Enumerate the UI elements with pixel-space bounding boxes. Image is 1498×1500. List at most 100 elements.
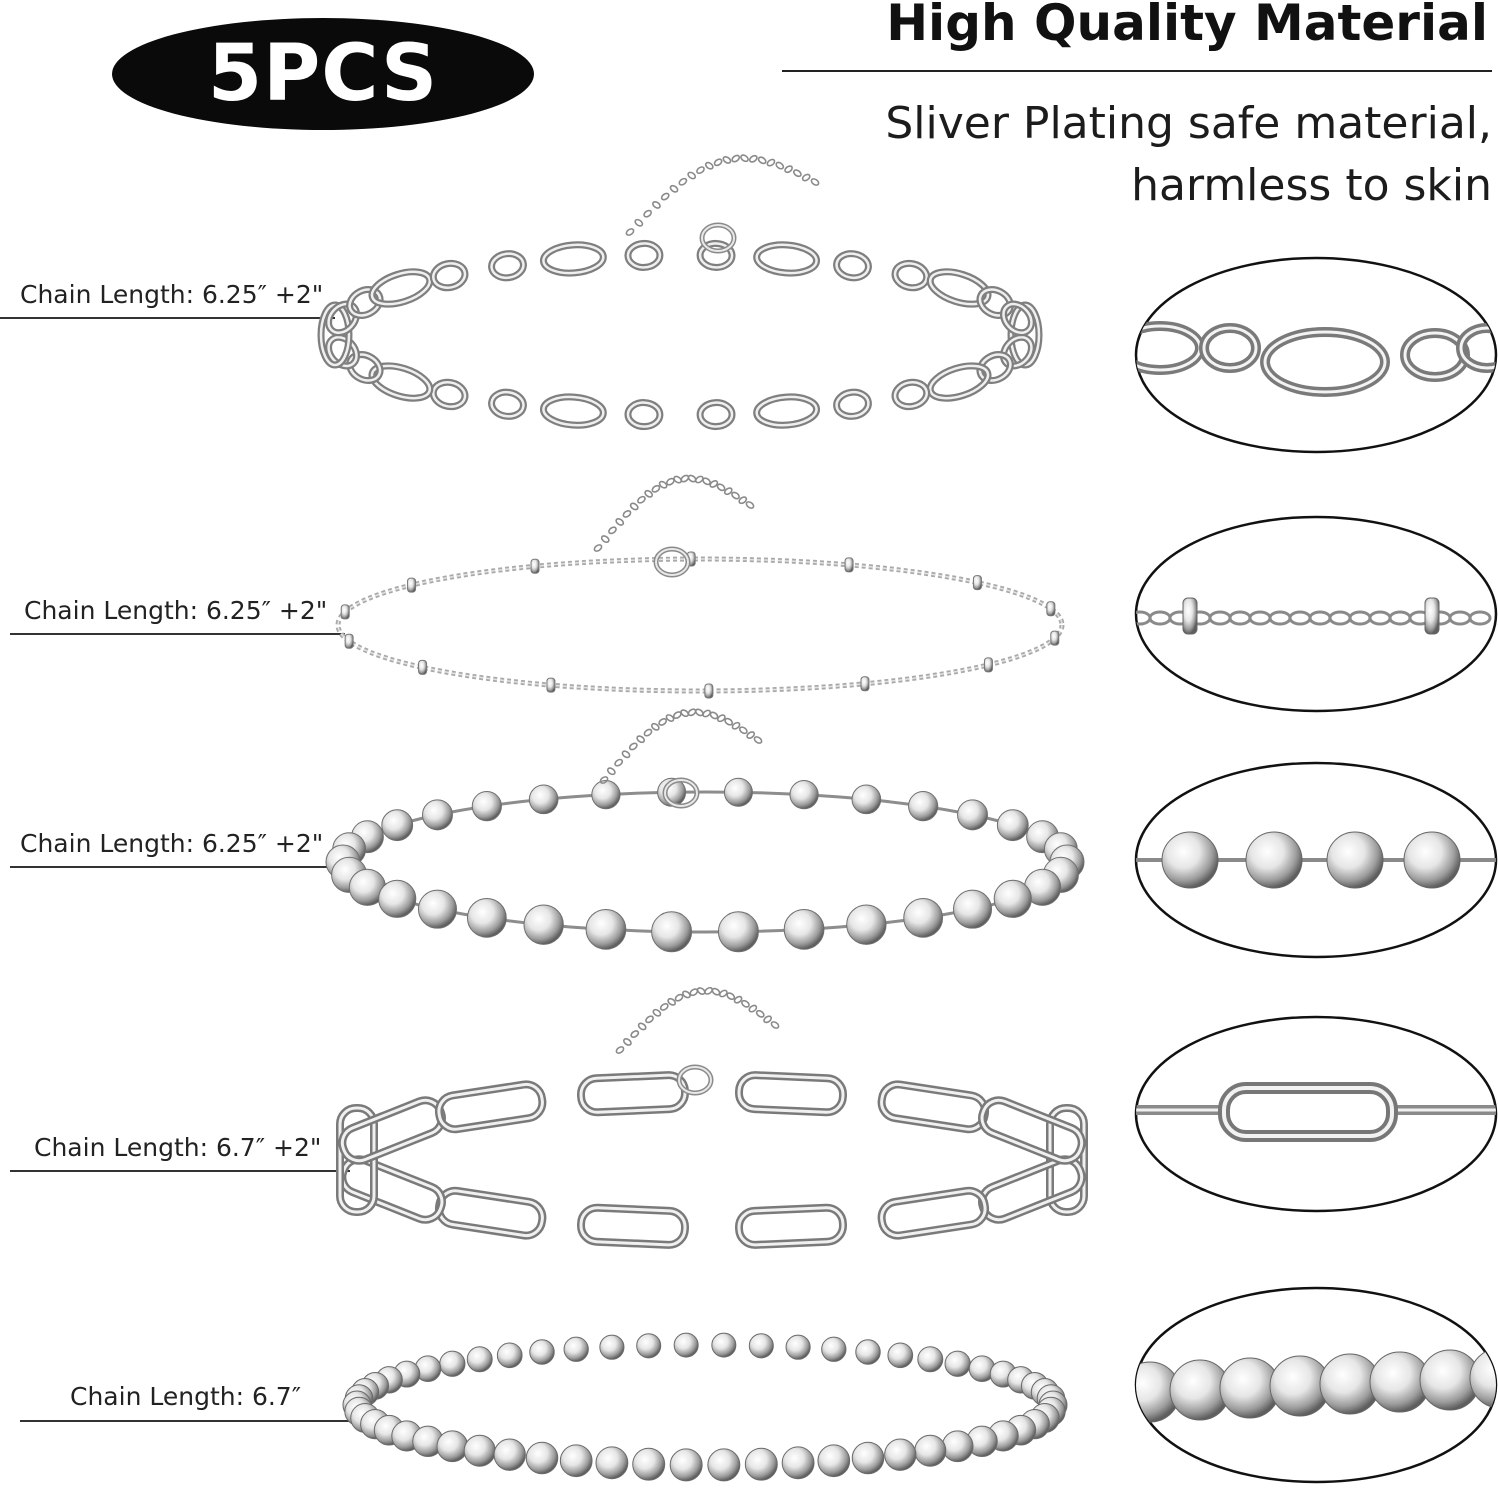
detail-zoom-2	[1134, 515, 1498, 713]
zoom-ball	[1245, 831, 1303, 889]
stretch-bead	[917, 1346, 944, 1373]
chain-link	[891, 259, 931, 292]
chain-link-shine	[978, 353, 1012, 382]
zoom-5-beads	[1136, 1347, 1496, 1423]
bracelet-5-bead-bracelet	[342, 1332, 1068, 1482]
extender-link	[733, 995, 743, 1004]
zoom-link-shine	[1263, 330, 1387, 394]
chain-link-shine	[893, 262, 928, 289]
chain-link-shine	[542, 395, 605, 427]
bracelet-1-length-label: Chain Length: 6.25″ +2"	[20, 280, 324, 309]
chain-link-shine	[626, 401, 662, 428]
detail-zoom-4	[1134, 1015, 1498, 1213]
ball-bead	[528, 784, 559, 815]
stretch-bead	[436, 1430, 469, 1463]
extender-link	[634, 218, 644, 227]
satellite-bead	[844, 557, 854, 573]
extender-link	[621, 750, 631, 759]
paperclip-link-shine	[737, 1206, 845, 1247]
satellite-bead	[860, 676, 870, 692]
satellite-bead	[340, 604, 350, 620]
ball-bead	[723, 777, 753, 807]
fine-chain-shine	[337, 558, 1063, 692]
extender-link	[731, 154, 741, 163]
extender-link	[645, 1015, 654, 1024]
extender-link	[643, 209, 653, 218]
ball-bead	[957, 799, 989, 831]
paperclip-link-shine	[737, 1073, 845, 1114]
detail-zoom-5	[1134, 1286, 1498, 1484]
extender-link	[651, 484, 661, 493]
stretch-bead	[785, 1334, 811, 1360]
chain-link-shine	[327, 302, 358, 334]
extender-link	[731, 491, 740, 500]
extender-link	[763, 1015, 773, 1024]
extender-link	[724, 717, 734, 726]
satellite-bead	[407, 577, 417, 593]
stretch-bead	[711, 1332, 737, 1358]
extender-link	[622, 1038, 632, 1046]
stretch-bead	[707, 1448, 741, 1482]
stretch-bead	[496, 1342, 523, 1369]
extender-link	[696, 166, 705, 175]
zoom-curb-link	[1468, 610, 1492, 626]
lobster-clasp-highlight	[664, 779, 698, 807]
extender-link	[746, 731, 756, 739]
chain-link-shine	[928, 364, 990, 400]
chain-link-shine	[755, 243, 818, 275]
paperclip-link-shine	[880, 1082, 987, 1131]
bracelet-4-leader-line	[10, 1170, 350, 1172]
extender-link	[682, 990, 691, 999]
extender-link	[770, 1021, 780, 1029]
satellite-bead	[344, 633, 354, 649]
stretch-bead	[887, 1342, 914, 1369]
extender-link	[630, 1030, 640, 1038]
zoom-ball	[1161, 831, 1219, 889]
satellite-bead	[704, 683, 714, 699]
extender-link	[608, 526, 617, 535]
extender-link	[615, 517, 625, 526]
extender-link	[644, 489, 654, 498]
satellite-bead	[983, 657, 993, 673]
material-description-line-1: Sliver Plating safe material,	[885, 98, 1492, 149]
ball-bead	[717, 911, 759, 953]
chain-link-shine	[542, 243, 605, 275]
stretch-bead	[525, 1441, 559, 1475]
chain-link-shine	[370, 270, 432, 306]
bracelet-4-length-label: Chain Length: 6.7″ +2"	[34, 1133, 322, 1162]
bracelet-1-cable-chain	[317, 154, 1043, 431]
chain-link-shine	[432, 262, 467, 289]
lobster-clasp-highlight	[678, 1066, 712, 1094]
extender-link	[674, 993, 684, 1002]
chain-link-shine	[432, 381, 467, 408]
stretch-bead	[855, 1339, 881, 1365]
chain-link-shine	[1002, 302, 1033, 334]
zoom-satellite-bead	[1182, 597, 1198, 635]
extender-link	[748, 154, 758, 163]
ball-bead	[908, 791, 939, 822]
zoom-ball	[1326, 831, 1384, 889]
extender-link	[694, 475, 704, 484]
extender-link	[740, 154, 749, 163]
paperclip-link	[576, 1071, 690, 1117]
stretch-bead	[636, 1333, 662, 1359]
extender-link	[718, 989, 728, 998]
extender-link	[606, 767, 616, 776]
chain-link-shine	[698, 242, 734, 269]
extender-link	[599, 776, 609, 784]
ball-bead	[523, 904, 564, 945]
extender-link	[702, 709, 712, 718]
extender-link	[741, 999, 750, 1008]
paperclip-link-shine	[880, 1189, 987, 1238]
zoom-paperclip-link	[1218, 1082, 1398, 1142]
extender-link	[659, 1002, 669, 1011]
chain-link-shine	[978, 288, 1012, 317]
extender-link	[680, 709, 690, 718]
chain-link-shine	[1002, 336, 1033, 368]
stretch-bead	[781, 1446, 815, 1480]
chain-link-shine	[490, 390, 525, 418]
chain-link	[429, 378, 469, 411]
zoom-2-links	[1136, 597, 1492, 635]
extender-link	[713, 158, 723, 167]
